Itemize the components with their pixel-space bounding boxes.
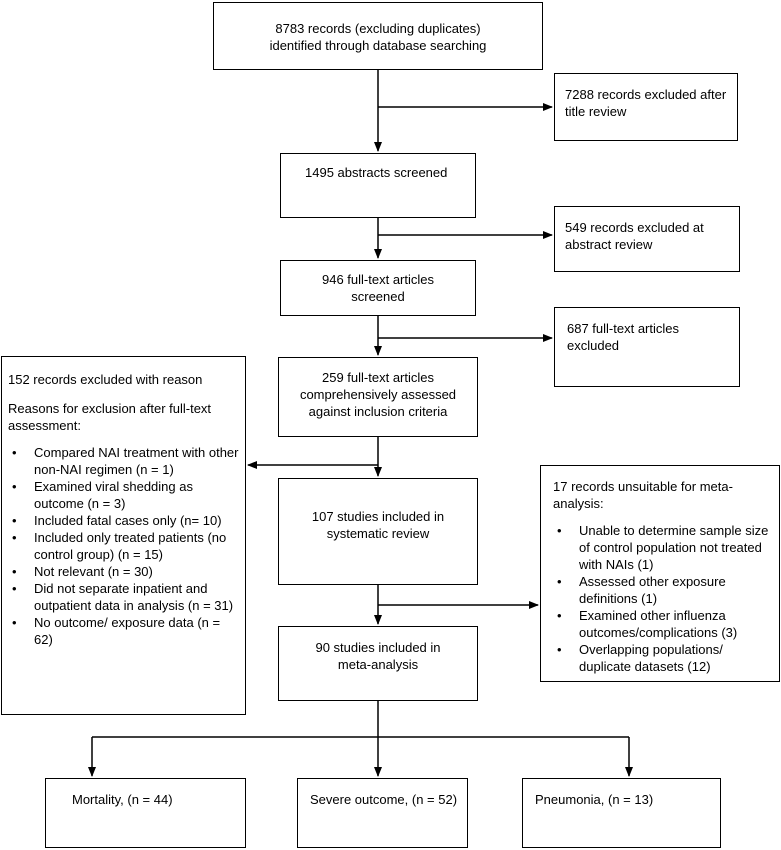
box-mortality: Mortality, (n = 44) [45,778,246,848]
bullet: • [557,642,562,657]
box-excluded-with-reason: 152 records excluded with reason Reasons… [1,356,246,715]
reason-text: Examined viral shedding as outcome (n = … [34,479,193,511]
excluded-reason-subheading: Reasons for exclusion after full-text as… [8,401,212,433]
list-item: • Compared NAI treatment with other non-N… [8,444,241,478]
bullet: • [12,615,17,630]
reason-text: Included only treated patients (no contr… [34,530,227,562]
mortality-text: Mortality, (n = 44) [72,792,173,807]
bullet: • [12,530,17,545]
list-item: • Unable to determine sample size of cont… [553,522,773,573]
unsuitable-heading: 17 records unsuitable for meta-analysis: [553,479,733,511]
list-item: • Not relevant (n = 30) [8,563,241,580]
box-title-excluded: 7288 records excluded after title review [554,73,738,141]
title-excluded-text: 7288 records excluded after title review [565,87,727,119]
reason-text: Included fatal cases only (n= 10) [34,513,222,528]
unsuitable-list: • Unable to determine sample size of cont… [553,522,773,675]
unsuitable-text: Overlapping populations/ duplicate datas… [579,642,723,674]
bullet: • [12,445,17,460]
bullet: • [557,574,562,589]
bullet: • [12,581,17,596]
box-pneumonia: Pneumonia, (n = 13) [522,778,721,848]
list-item: • Examined viral shedding as outcome (n =… [8,478,241,512]
reason-text: No outcome/ exposure data (n = 62) [34,615,221,647]
list-item: • Included fatal cases only (n= 10) [8,512,241,529]
systematic-review-text: 107 studies included in systematic revie… [311,509,445,541]
box-fulltext-screened: 946 full-text articles screened [280,260,476,316]
reason-text: Compared NAI treatment with other non-NA… [34,445,239,477]
meta-analysis-text: 90 studies included in meta-analysis [315,640,441,672]
box-severe-outcome: Severe outcome, (n = 52) [297,778,468,848]
severe-outcome-text: Severe outcome, (n = 52) [310,792,458,807]
box-records-identified: 8783 records (excluding duplicates) iden… [213,2,543,70]
fulltext-excluded-text: 687 full-text articles excluded [567,321,679,353]
box-unsuitable-meta: 17 records unsuitable for meta-analysis:… [540,465,780,682]
reason-text: Did not separate inpatient and outpatien… [34,581,234,613]
abstracts-screened-text: 1495 abstracts screened [305,165,448,180]
unsuitable-text: Unable to determine sample size of contr… [579,523,769,572]
pneumonia-text: Pneumonia, (n = 13) [535,792,654,807]
bullet: • [12,479,17,494]
box-abstracts-screened: 1495 abstracts screened [280,153,476,218]
box-fulltext-assessed: 259 full-text articles comprehensively a… [278,357,478,437]
fulltext-assessed-text: 259 full-text articles comprehensively a… [299,370,457,419]
list-item: • Assessed other exposure definitions (1) [553,573,773,607]
reason-text: Not relevant (n = 30) [34,564,153,579]
box-fulltext-excluded: 687 full-text articles excluded [554,307,740,387]
list-item: • Examined other influenza outcomes/compl… [553,607,773,641]
list-item: • Included only treated patients (no cont… [8,529,241,563]
list-item: • Overlapping populations/ duplicate data… [553,641,773,675]
box-meta-analysis: 90 studies included in meta-analysis [278,626,478,701]
list-item: • Did not separate inpatient and outpatie… [8,580,241,614]
bullet: • [557,523,562,538]
unsuitable-text: Examined other influenza outcomes/compli… [579,608,738,640]
unsuitable-text: Assessed other exposure definitions (1) [579,574,726,606]
box-abstract-excluded: 549 records excluded at abstract review [554,206,740,272]
excluded-reason-list: • Compared NAI treatment with other non-N… [8,444,241,648]
box-systematic-review: 107 studies included in systematic revie… [278,478,478,585]
bullet: • [12,564,17,579]
list-item: • No outcome/ exposure data (n = 62) [8,614,241,648]
abstract-excluded-text: 549 records excluded at abstract review [565,220,704,252]
bullet: • [557,608,562,623]
bullet: • [12,513,17,528]
records-identified-text: 8783 records (excluding duplicates) iden… [269,21,487,53]
fulltext-screened-text: 946 full-text articles screened [322,272,434,304]
excluded-reason-heading: 152 records excluded with reason [8,372,203,387]
